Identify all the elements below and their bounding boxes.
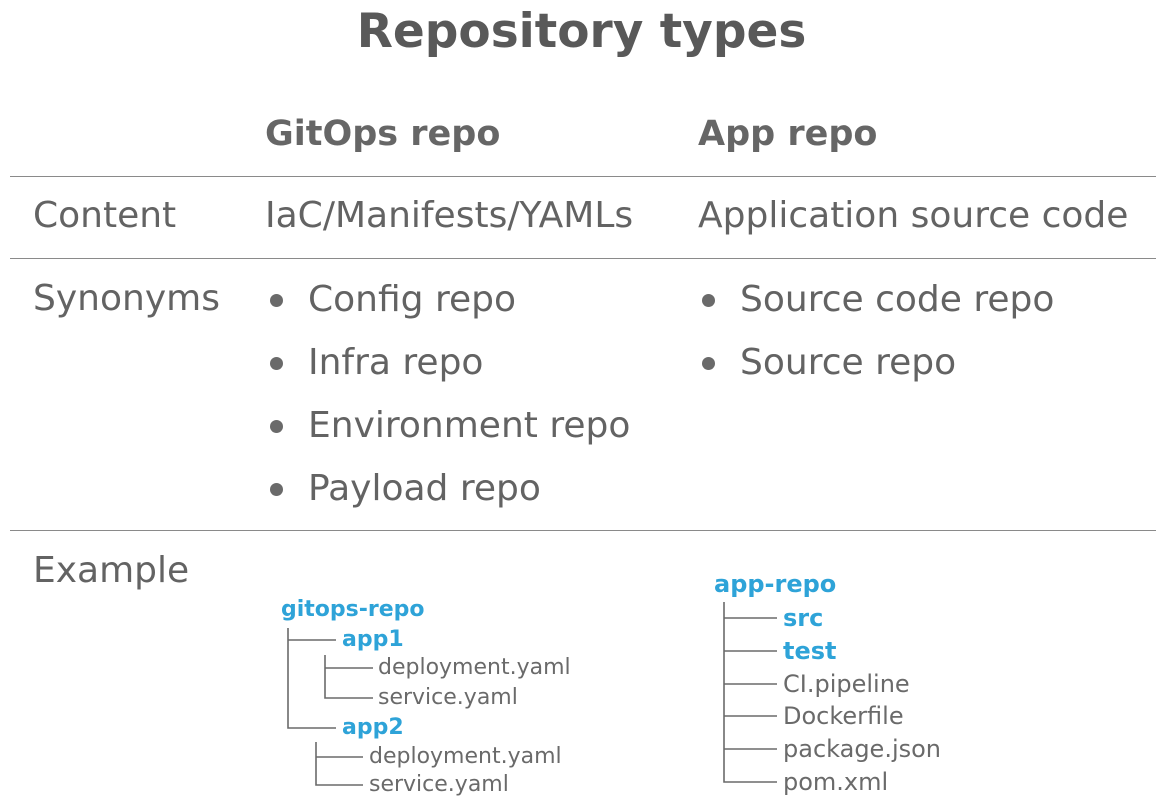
- bullet-icon: [270, 294, 283, 307]
- app-tree-file: package.json: [783, 735, 942, 763]
- list-item: Payload repo: [268, 457, 630, 520]
- synonym-text: Payload repo: [308, 468, 541, 509]
- app-tree-file: pom.xml: [783, 768, 889, 796]
- app-tree-file: Dockerfile: [783, 702, 904, 730]
- list-item: Source repo: [700, 331, 1054, 394]
- column-header-app: App repo: [698, 114, 878, 154]
- tree-connector: [315, 742, 363, 786]
- synonym-text: Source code repo: [740, 279, 1055, 320]
- bullet-icon: [270, 357, 283, 370]
- synonyms-gitops-list: Config repo Infra repo Environment repo …: [268, 268, 630, 520]
- bullet-icon: [702, 294, 715, 307]
- page-title: Repository types: [356, 4, 807, 59]
- content-gitops: IaC/Manifests/YAMLs: [265, 195, 634, 236]
- gitops-tree-file: service.yaml: [369, 772, 509, 797]
- tree-connector: [287, 628, 336, 729]
- column-header-gitops: GitOps repo: [265, 114, 501, 154]
- tree-connector: [723, 602, 777, 783]
- synonym-text: Environment repo: [308, 405, 631, 446]
- gitops-tree-file: deployment.yaml: [369, 744, 562, 769]
- tree-connector: [324, 655, 373, 699]
- list-item: Infra repo: [268, 331, 630, 394]
- gitops-tree-root: gitops-repo: [281, 597, 425, 622]
- gitops-tree-file: service.yaml: [378, 685, 518, 710]
- row-label-content: Content: [33, 195, 177, 236]
- divider: [10, 258, 1156, 259]
- content-app: Application source code: [698, 195, 1129, 236]
- gitops-tree-folder-app2: app2: [342, 715, 404, 740]
- divider: [10, 176, 1156, 177]
- app-tree-root: app-repo: [714, 570, 837, 598]
- bullet-icon: [270, 420, 283, 433]
- app-tree-folder: test: [783, 637, 837, 665]
- app-tree-file: CI.pipeline: [783, 670, 910, 698]
- list-item: Config repo: [268, 268, 630, 331]
- list-item: Environment repo: [268, 394, 630, 457]
- synonyms-app-list: Source code repo Source repo: [700, 268, 1054, 394]
- synonym-text: Config repo: [308, 279, 516, 320]
- bullet-icon: [270, 483, 283, 496]
- divider: [10, 530, 1156, 531]
- bullet-icon: [702, 357, 715, 370]
- gitops-tree-folder-app1: app1: [342, 627, 404, 652]
- list-item: Source code repo: [700, 268, 1054, 331]
- synonym-text: Infra repo: [308, 342, 484, 383]
- row-label-synonyms: Synonyms: [33, 278, 220, 319]
- synonym-text: Source repo: [740, 342, 957, 383]
- gitops-tree-file: deployment.yaml: [378, 655, 571, 680]
- row-label-example: Example: [33, 550, 190, 591]
- app-tree-folder: src: [783, 604, 824, 632]
